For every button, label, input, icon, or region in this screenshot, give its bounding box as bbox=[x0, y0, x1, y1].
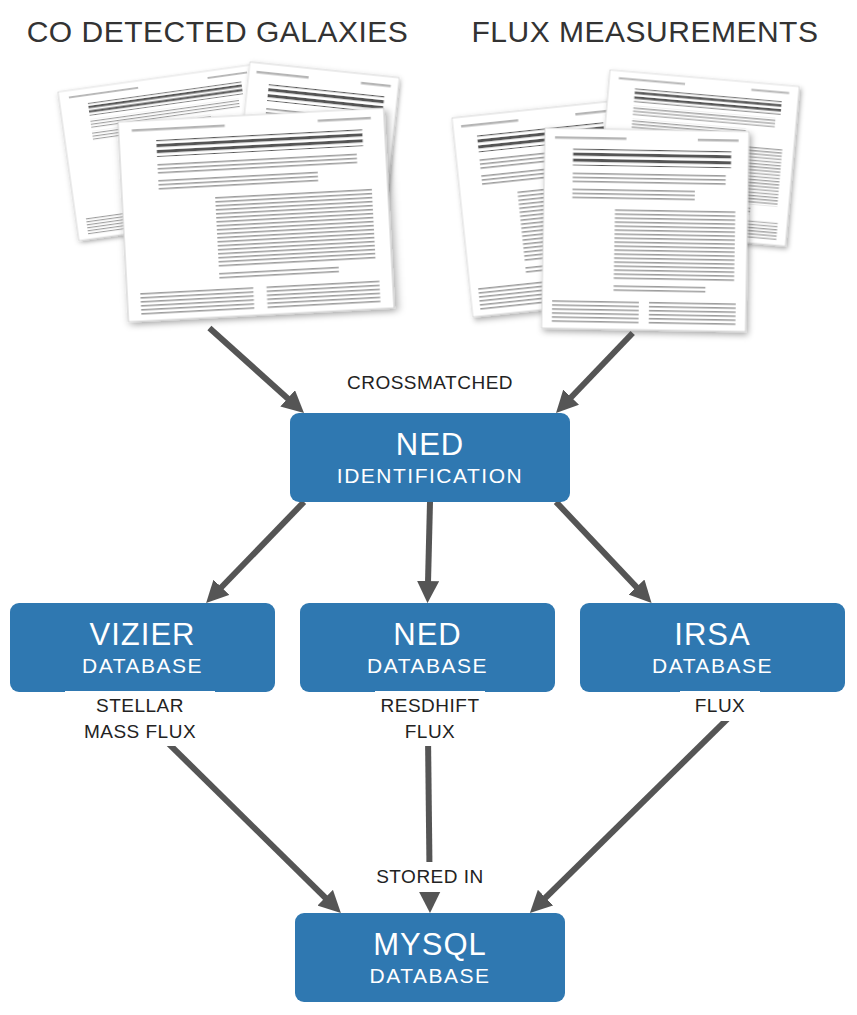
stack-heading: CO DETECTED GALAXIES bbox=[27, 14, 409, 50]
paper-stack-right bbox=[452, 70, 799, 332]
database-box: IRSADATABASE bbox=[580, 603, 845, 692]
box-subtitle: DATABASE bbox=[652, 653, 773, 678]
arrow-connector bbox=[209, 328, 293, 404]
arrow-connector bbox=[556, 502, 642, 593]
box-title: MYSQL bbox=[373, 927, 487, 963]
arrow-connector bbox=[216, 502, 304, 593]
arrow-connector bbox=[428, 502, 430, 589]
box-title: VIZIER bbox=[90, 617, 196, 653]
box-subtitle: DATABASE bbox=[367, 653, 488, 678]
box-title: NED bbox=[393, 617, 461, 653]
flow-label: STORED IN bbox=[372, 862, 488, 892]
box-title: NED bbox=[396, 427, 464, 463]
arrow-connector bbox=[540, 692, 755, 903]
box-subtitle: DATABASE bbox=[82, 653, 203, 678]
flow-label: CROSSMATCHED bbox=[343, 368, 517, 398]
box-subtitle: IDENTIFICATION bbox=[337, 463, 523, 488]
arrow-connector bbox=[566, 333, 633, 403]
stack-heading: FLUX MEASUREMENTS bbox=[472, 14, 819, 50]
database-box: NEDDATABASE bbox=[300, 603, 555, 692]
database-box: VIZIERDATABASE bbox=[10, 603, 275, 692]
flow-label: STELLAR MASS FLUX bbox=[65, 691, 215, 746]
process-box: NEDIDENTIFICATION bbox=[290, 413, 570, 502]
database-box: MYSQLDATABASE bbox=[295, 913, 565, 1002]
paper-stack-left bbox=[58, 62, 399, 322]
paper-stack: CO DETECTED GALAXIES bbox=[15, 6, 420, 328]
flow-label: FLUX bbox=[680, 691, 760, 721]
paper-stack: FLUX MEASUREMENTS bbox=[440, 6, 850, 333]
box-subtitle: DATABASE bbox=[370, 963, 491, 988]
flow-label: RESDHIFT FLUX bbox=[375, 691, 485, 746]
box-title: IRSA bbox=[674, 617, 750, 653]
